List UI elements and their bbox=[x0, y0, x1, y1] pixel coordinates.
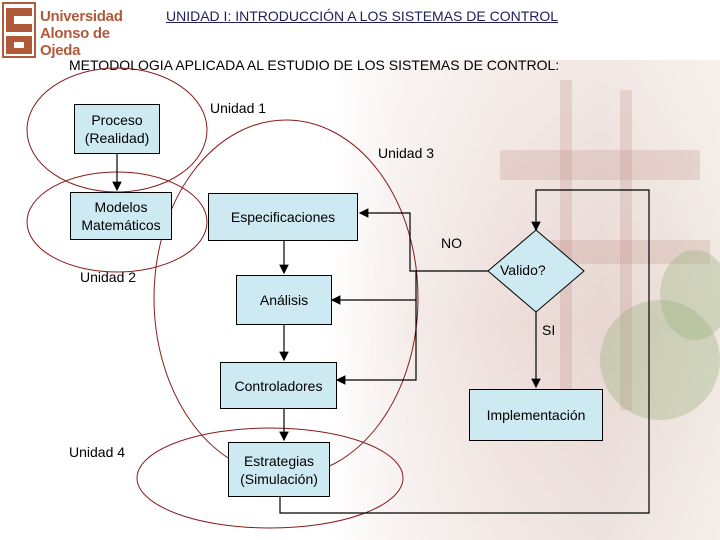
no-label: NO bbox=[441, 235, 462, 251]
unidad4-ellipse bbox=[136, 427, 404, 529]
background-building-stripe bbox=[500, 150, 700, 180]
unidad3-label: Unidad 3 bbox=[378, 145, 435, 161]
background-tree bbox=[600, 300, 720, 420]
analisis-label: Análisis bbox=[259, 292, 309, 308]
logo-wordmark: Universidad Alonso de Ojeda bbox=[40, 8, 152, 59]
arrow-loop-especificaciones bbox=[279, 189, 650, 514]
decision-label: Valido? bbox=[500, 262, 546, 278]
arrow-feedback-analisis bbox=[330, 271, 417, 305]
especificaciones-label: Especificaciones bbox=[230, 209, 336, 225]
modelos-label: Modelos Matemáticos bbox=[81, 199, 161, 233]
page-title: UNIDAD I: INTRODUCCIÓN A LOS SISTEMAS DE… bbox=[166, 8, 559, 24]
decision-diamond bbox=[487, 229, 585, 313]
si-label: SI bbox=[542, 322, 556, 338]
controladores-label: Controladores bbox=[234, 377, 323, 394]
analisis-box: Análisis bbox=[236, 275, 332, 325]
especificaciones-box: Especificaciones bbox=[208, 193, 358, 241]
implementacion-label: Implementación bbox=[486, 407, 586, 423]
unidad2-label: Unidad 2 bbox=[80, 269, 137, 285]
background-building-stripe bbox=[560, 80, 572, 410]
proceso-label: Proceso (Realidad) bbox=[84, 112, 150, 146]
logo-text-line1: Universidad bbox=[40, 8, 123, 25]
unidad1-label: Unidad 1 bbox=[210, 100, 267, 116]
page-subtitle: METODOLOGIA APLICADA AL ESTUDIO DE LOS S… bbox=[69, 57, 560, 73]
unidad4-label: Unidad 4 bbox=[69, 444, 126, 460]
estrategias-box: Estrategias (Simulación) bbox=[228, 442, 330, 497]
controladores-box: Controladores bbox=[220, 362, 337, 409]
arrow-feedback-controladores bbox=[335, 300, 417, 385]
estrategias-label: Estrategias (Simulación) bbox=[240, 452, 318, 487]
implementacion-box: Implementación bbox=[469, 389, 603, 441]
proceso-box: Proceso (Realidad) bbox=[74, 104, 160, 154]
background-tree bbox=[660, 250, 720, 340]
logo-mark-icon bbox=[2, 2, 36, 58]
arrow-no-especificaciones bbox=[358, 208, 488, 272]
university-logo: Universidad Alonso de Ojeda bbox=[2, 2, 152, 62]
modelos-box: Modelos Matemáticos bbox=[70, 192, 172, 240]
logo-text-line2: Alonso de Ojeda bbox=[40, 25, 110, 59]
background-building-stripe bbox=[620, 90, 632, 410]
